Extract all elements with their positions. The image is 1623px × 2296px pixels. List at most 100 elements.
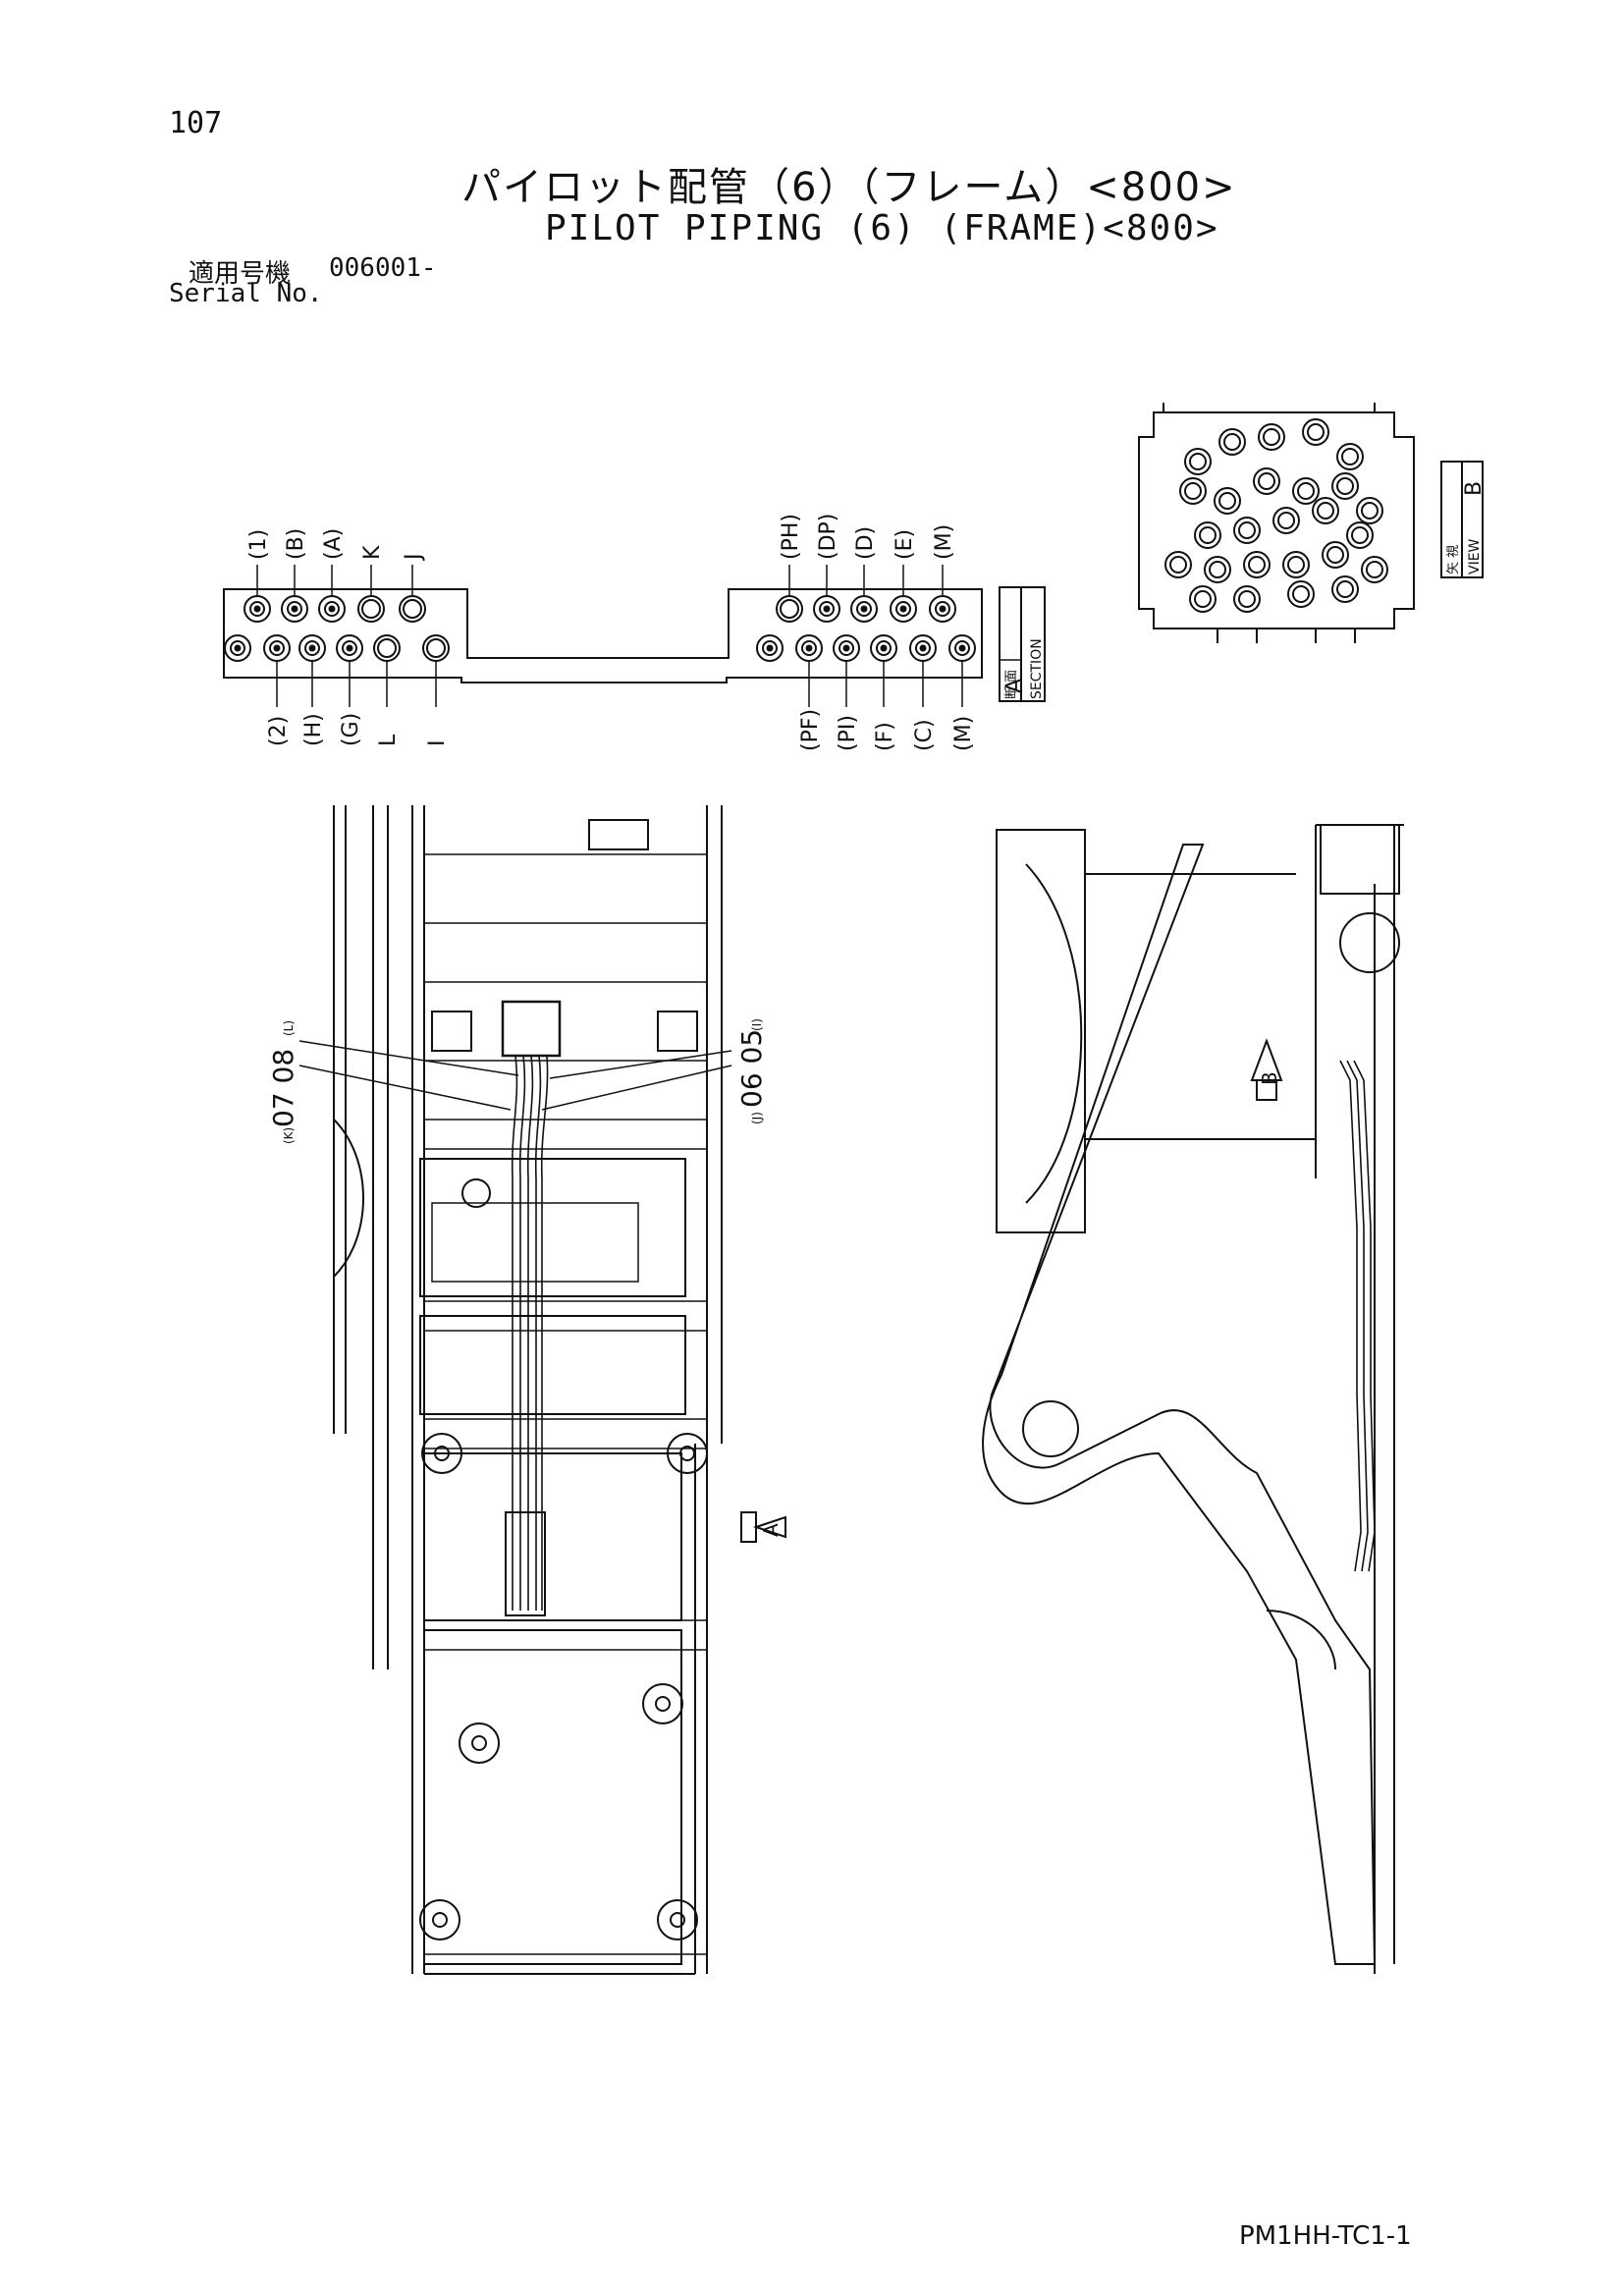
- side-hose-route: [1339, 1060, 1376, 1572]
- port-fitting: [318, 595, 346, 623]
- section-a-fittings: [224, 595, 976, 662]
- view-b-port: [1233, 585, 1261, 613]
- port-label-top: (D): [853, 526, 878, 560]
- port-label-top: (PH): [779, 514, 803, 560]
- view-b-port: [1302, 418, 1329, 446]
- port-fitting: [813, 595, 840, 623]
- port-label-top: (E): [893, 529, 917, 560]
- view-arrow-a-letter: A: [759, 1523, 783, 1537]
- pilot-valve-block: [501, 1000, 562, 1058]
- port-fitting: [833, 634, 860, 662]
- port-label-top: (M): [932, 524, 956, 560]
- view-b-port: [1253, 467, 1280, 495]
- callout-right-tag-i: (I): [750, 1018, 764, 1031]
- frame-cross-members: [424, 853, 707, 1955]
- port-label-bottom: (2): [266, 716, 291, 746]
- section-a-jp-box: [999, 659, 1022, 702]
- port-fitting: [263, 634, 291, 662]
- port-fitting: [399, 595, 426, 623]
- view-b-port: [1179, 477, 1207, 505]
- port-fitting: [890, 595, 917, 623]
- drawing-code: PM1HH-TC1-1: [1239, 2221, 1412, 2251]
- view-b-port: [1312, 497, 1339, 524]
- callout-left-tag-k: (K): [282, 1127, 296, 1144]
- port-fitting: [336, 634, 363, 662]
- port-label-top: K: [360, 545, 385, 560]
- view-b-port: [1331, 472, 1359, 500]
- view-b-diagram: B VIEW 矢 視: [1138, 403, 1487, 643]
- section-a-label-jp: 断 面: [1004, 670, 1019, 699]
- view-b-ports: [1164, 418, 1388, 613]
- view-b-port: [1272, 507, 1300, 534]
- mounting-hole: [419, 1899, 460, 1941]
- serial-label-japanese: 適用号機: [189, 259, 292, 289]
- port-fitting: [756, 634, 784, 662]
- view-b-port: [1258, 423, 1285, 451]
- view-b-port: [1204, 556, 1231, 583]
- page-title-japanese: パイロット配管（6）（フレーム）<800>: [461, 165, 1237, 210]
- mounting-hole: [421, 1433, 462, 1474]
- view-b-label-jp: 矢 視: [1446, 545, 1461, 574]
- section-a-block-outline: [223, 588, 983, 683]
- page-number: 107: [169, 106, 223, 140]
- frame-top-view: 07 08 (K) (L) 06 05 (J) (I) A: [267, 805, 786, 1975]
- view-b-port: [1322, 541, 1349, 569]
- view-b-port: [1361, 556, 1388, 583]
- port-fitting: [373, 634, 401, 662]
- port-fitting: [929, 595, 956, 623]
- port-label-bottom: (M): [951, 716, 976, 751]
- view-arrow-b-letter: B: [1258, 1071, 1281, 1085]
- frame-side-view: B: [982, 824, 1404, 1974]
- port-label-bottom: (G): [339, 713, 363, 746]
- view-arrow-b: B: [1250, 1038, 1283, 1101]
- page-title-english: PILOT PIPING (6) (FRAME)<800>: [545, 208, 1219, 248]
- port-label-bottom: I: [425, 740, 450, 747]
- port-fitting: [776, 595, 803, 623]
- port-fitting: [243, 595, 271, 623]
- serial-number-value: 006001-: [329, 253, 437, 283]
- port-fitting: [357, 595, 385, 623]
- serial-label-english: Serial No.: [169, 279, 323, 308]
- port-label-top: (DP): [816, 514, 840, 560]
- boom-outline: [982, 844, 1377, 1965]
- port-label-top: (1): [246, 529, 271, 560]
- port-fitting: [909, 634, 937, 662]
- port-label-bottom: (PF): [798, 709, 823, 751]
- port-fitting: [281, 595, 308, 623]
- view-arrow-a: A: [740, 1511, 786, 1543]
- view-b-port: [1356, 497, 1383, 524]
- view-b-port: [1164, 551, 1192, 578]
- frame-mounting-holes: [419, 1433, 708, 1941]
- port-fitting: [870, 634, 897, 662]
- view-b-letter: B: [1462, 481, 1487, 496]
- callout-left-tag-l: (L): [282, 1020, 296, 1036]
- callout-right-tag-j: (J): [750, 1112, 764, 1124]
- port-label-bottom: (F): [873, 722, 897, 751]
- mounting-hole: [667, 1433, 708, 1474]
- port-label-bottom: L: [376, 734, 401, 746]
- port-fitting: [224, 634, 251, 662]
- view-b-label-en: VIEW: [1467, 538, 1483, 574]
- view-b-port: [1218, 428, 1246, 456]
- counterweight-outline: [996, 829, 1086, 1233]
- view-b-block-outline: [1138, 411, 1415, 629]
- view-b-port: [1336, 443, 1364, 470]
- view-b-port: [1331, 575, 1359, 603]
- port-label-top: (B): [284, 528, 308, 560]
- view-b-port: [1287, 580, 1315, 608]
- port-label-top: (A): [321, 528, 346, 560]
- mounting-hole: [459, 1722, 500, 1764]
- mounting-hole: [642, 1683, 683, 1724]
- view-b-port: [1194, 521, 1221, 549]
- port-fitting: [298, 634, 326, 662]
- view-b-port: [1214, 487, 1241, 515]
- pilot-hose-bundle: [511, 1055, 549, 1611]
- mounting-hole: [657, 1899, 698, 1941]
- port-fitting: [795, 634, 823, 662]
- port-label-bottom: (H): [301, 713, 326, 746]
- section-a-label-en: SECTION: [1029, 638, 1045, 699]
